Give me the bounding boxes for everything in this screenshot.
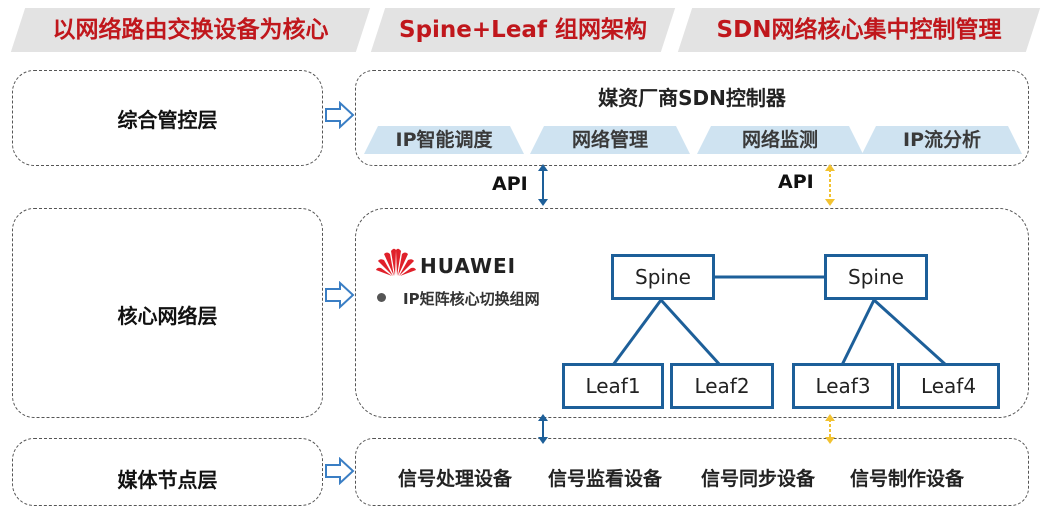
- api-double-arrow-icon: [538, 164, 548, 206]
- signal-device-processing: 信号处理设备: [398, 468, 513, 490]
- module-network-management: 网络管理: [530, 126, 690, 154]
- layer-box-core: [12, 208, 323, 418]
- api-label-right: API: [778, 171, 814, 193]
- spine-node-1: Spine: [611, 254, 715, 300]
- banner-core-device: 以网络路由交换设备为核心: [52, 17, 329, 43]
- api-double-arrow-icon: [825, 164, 835, 206]
- leaf-node-4: Leaf4: [897, 363, 1000, 409]
- right-arrow-icon: [325, 457, 355, 485]
- right-arrow-icon: [325, 281, 355, 309]
- module-ip-flow-analysis: IP流分析: [862, 126, 1022, 154]
- leaf-node-1: Leaf1: [562, 363, 664, 409]
- signal-device-sync: 信号同步设备: [701, 468, 816, 490]
- leaf-node-3: Leaf3: [792, 363, 894, 409]
- api-double-arrow-icon: [538, 414, 548, 444]
- module-network-monitoring: 网络监测: [697, 126, 863, 154]
- signal-device-production: 信号制作设备: [850, 468, 965, 490]
- spine-node-2: Spine: [824, 254, 928, 300]
- controller-box: [355, 70, 1029, 166]
- api-label-left: API: [492, 173, 528, 195]
- controller-title: 媒资厂商SDN控制器: [598, 86, 786, 110]
- layer-box-management: [12, 70, 323, 166]
- core-network-box: [355, 208, 1029, 418]
- signal-device-monitoring: 信号监看设备: [548, 468, 663, 490]
- right-arrow-icon: [325, 101, 355, 129]
- layer-label-management: 综合管控层: [117, 108, 218, 132]
- huawei-logo-icon: [376, 248, 416, 276]
- huawei-brand-text: HUAWEI: [420, 254, 517, 278]
- layer-label-node: 媒体节点层: [117, 468, 218, 492]
- bullet-dot-icon: [377, 293, 386, 302]
- layer-label-core: 核心网络层: [117, 304, 218, 328]
- api-double-arrow-icon: [825, 414, 835, 444]
- layer-box-node: [12, 438, 323, 506]
- banner-sdn-control: SDN网络核心集中控制管理: [716, 17, 1002, 43]
- media-node-box: [355, 438, 1029, 506]
- core-bullet-text: IP矩阵核心切换组网: [403, 290, 540, 308]
- banner-spine-leaf: Spine+Leaf 组网架构: [399, 17, 647, 43]
- module-ip-scheduling: IP智能调度: [364, 126, 524, 154]
- leaf-node-2: Leaf2: [670, 363, 774, 409]
